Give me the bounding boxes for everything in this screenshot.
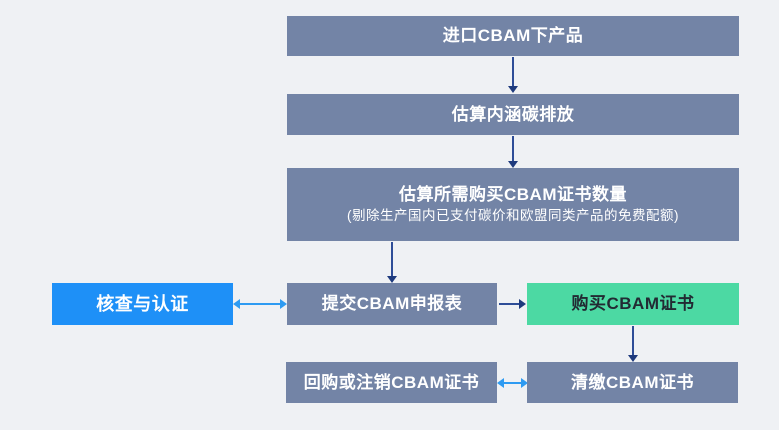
arrow-down-icon xyxy=(508,57,518,93)
node-estimate-certificates-title: 估算所需购买CBAM证书数量 xyxy=(399,185,627,205)
node-surrender-certificates: 清缴CBAM证书 xyxy=(527,362,738,403)
node-buy-certificates-label: 购买CBAM证书 xyxy=(571,294,695,314)
arrow-down-icon xyxy=(387,242,397,283)
node-verification-label: 核查与认证 xyxy=(96,293,189,314)
node-estimate-emissions-label: 估算内涵碳排放 xyxy=(451,104,575,124)
node-submit-declaration-label: 提交CBAM申报表 xyxy=(321,294,463,314)
arrow-down-icon xyxy=(628,326,638,362)
node-estimate-emissions: 估算内涵碳排放 xyxy=(287,94,739,135)
arrow-down-icon xyxy=(508,136,518,168)
node-estimate-certificates-subtitle: (剔除生产国内已支付碳价和欧盟同类产品的免费配额) xyxy=(347,207,679,223)
node-estimate-certificates: 估算所需购买CBAM证书数量 (剔除生产国内已支付碳价和欧盟同类产品的免费配额) xyxy=(287,168,739,241)
double-arrow-horizontal-icon xyxy=(233,299,287,309)
node-verification: 核查与认证 xyxy=(52,283,233,325)
node-import-product-label: 进口CBAM下产品 xyxy=(442,26,584,46)
double-arrow-horizontal-icon xyxy=(497,378,528,388)
arrow-right-icon xyxy=(499,299,526,309)
node-repurchase-or-cancel-label: 回购或注销CBAM证书 xyxy=(303,372,480,392)
node-repurchase-or-cancel: 回购或注销CBAM证书 xyxy=(286,362,497,403)
node-buy-certificates: 购买CBAM证书 xyxy=(527,283,739,325)
node-surrender-certificates-label: 清缴CBAM证书 xyxy=(571,372,694,392)
node-submit-declaration: 提交CBAM申报表 xyxy=(287,283,497,325)
node-import-product: 进口CBAM下产品 xyxy=(287,16,739,56)
